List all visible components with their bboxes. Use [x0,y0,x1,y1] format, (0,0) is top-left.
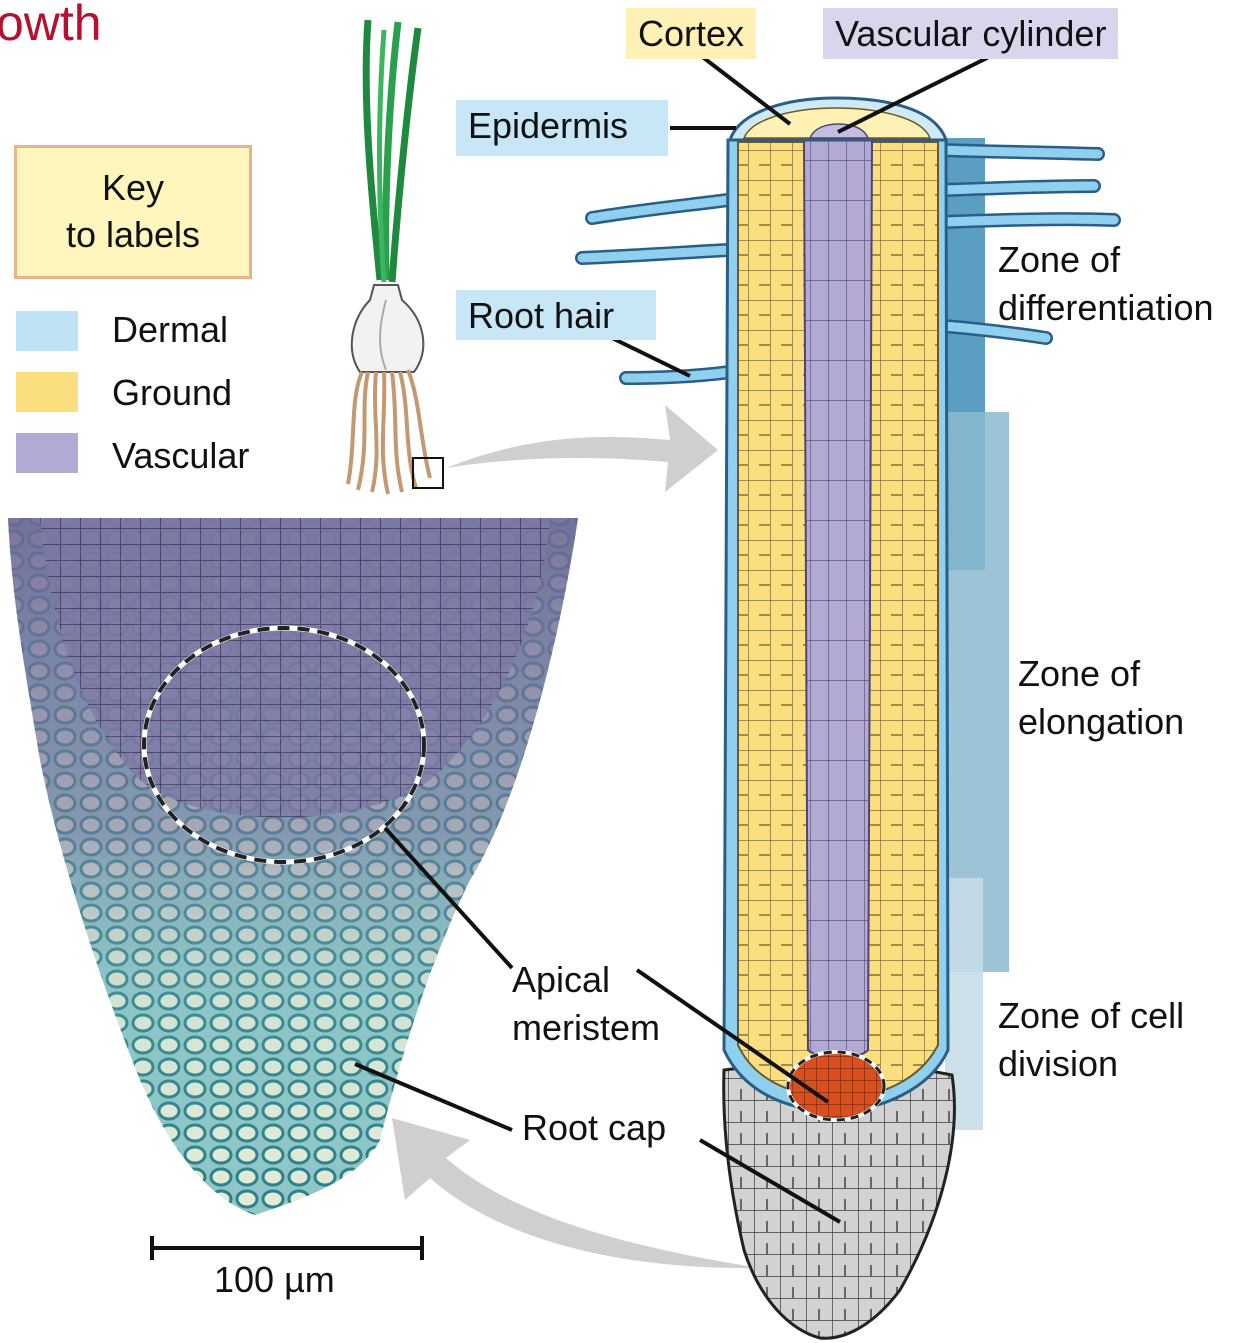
label-zone-division-line1: Zone of cell [998,994,1184,1037]
key-label-dermal: Dermal [112,308,228,351]
key-swatch-ground [16,372,78,412]
label-apical-meristem-line2: meristem [512,1006,660,1049]
onion-plant-illustration [348,20,443,494]
key-label-vascular: Vascular [112,434,249,477]
key-swatch-vascular [16,433,78,473]
zoom-arrow-top [446,405,718,492]
label-vascular-cylinder: Vascular cylinder [823,8,1118,59]
key-title-line1: Key [66,165,200,212]
label-root-hair: Root hair [456,290,656,340]
label-zone-differentiation-line2: differentiation [998,286,1214,329]
key-box: Key to labels [14,145,252,279]
label-apical-meristem-line1: Apical [512,958,610,1001]
label-zone-elongation-line2: elongation [1018,700,1184,743]
key-swatch-dermal [16,311,78,351]
vascular-cylinder-tissue [804,140,872,1058]
label-root-cap: Root cap [522,1106,666,1149]
label-zone-differentiation-line1: Zone of [998,238,1120,281]
label-cortex: Cortex [626,8,756,59]
root-tip-micrograph [8,518,578,1215]
label-epidermis: Epidermis [456,100,668,156]
page-title: owth [0,0,102,52]
key-label-ground: Ground [112,371,232,414]
label-zone-division-line2: division [998,1042,1118,1085]
label-scale-bar: 100 µm [214,1258,335,1301]
label-zone-elongation-line1: Zone of [1018,652,1140,695]
scale-bar [152,1236,422,1260]
key-title-line2: to labels [66,212,200,259]
